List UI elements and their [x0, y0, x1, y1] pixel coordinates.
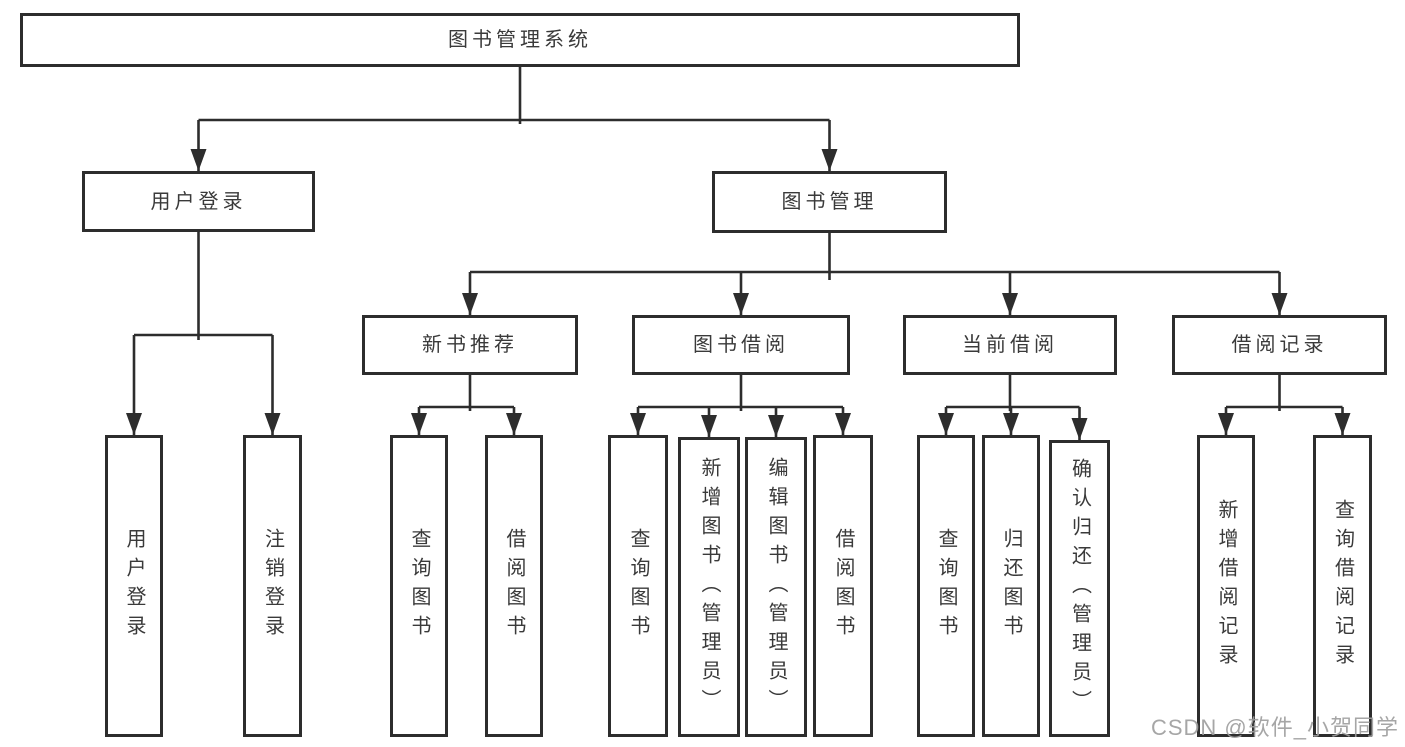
leaf-borrow-borrow-books: 借阅图书: [813, 435, 873, 737]
leaf-borrow-query-books: 查询图书: [608, 435, 668, 737]
leaf-borrow-query-books-label: 查询图书: [627, 528, 649, 644]
leaf-newbooks-query-books-label: 查询图书: [408, 528, 430, 644]
node-current-borrow: 当前借阅: [903, 315, 1117, 375]
leaf-newbooks-borrow-books: 借阅图书: [485, 435, 543, 737]
leaf-records-query-record-label: 查询借阅记录: [1331, 499, 1354, 673]
node-root: 图书管理系统: [20, 13, 1020, 67]
leaf-borrow-borrow-books-label: 借阅图书: [832, 528, 854, 644]
leaf-user-login: 用户登录: [105, 435, 163, 737]
leaf-borrow-add-books-admin-label: 新增图书（管理员）: [698, 456, 720, 718]
leaf-records-add-record: 新增借阅记录: [1197, 435, 1255, 737]
leaf-current-query-books-label: 查询图书: [935, 528, 957, 644]
node-borrow-records-label: 借阅记录: [1231, 334, 1328, 356]
node-current-borrow-label: 当前借阅: [962, 334, 1058, 356]
leaf-borrow-add-books-admin: 新增图书（管理员）: [678, 437, 740, 737]
leaf-records-query-record: 查询借阅记录: [1313, 435, 1372, 737]
node-root-label: 图书管理系统: [448, 29, 592, 51]
leaf-current-confirm-return-admin: 确认归还（管理员）: [1049, 440, 1110, 737]
csdn-watermark: CSDN @软件_小贺同学: [1150, 715, 1399, 740]
leaf-records-add-record-label: 新增借阅记录: [1215, 499, 1237, 673]
leaf-newbooks-query-books: 查询图书: [390, 435, 448, 737]
node-user-login: 用户登录: [82, 171, 315, 232]
leaf-borrow-edit-books-admin: 编辑图书（管理员）: [745, 437, 807, 737]
node-user-login-label: 用户登录: [150, 190, 247, 213]
node-book-management-label: 图书管理: [781, 191, 878, 213]
leaf-current-query-books: 查询图书: [917, 435, 975, 737]
node-new-book-recommend-label: 新书推荐: [422, 334, 518, 356]
leaf-current-confirm-return-admin-label: 确认归还（管理员）: [1068, 458, 1091, 719]
leaf-newbooks-borrow-books-label: 借阅图书: [503, 528, 525, 644]
node-book-borrow-label: 图书借阅: [693, 334, 789, 356]
node-new-book-recommend: 新书推荐: [362, 315, 578, 375]
node-book-management: 图书管理: [712, 171, 947, 233]
leaf-current-return-books-label: 归还图书: [1000, 528, 1022, 644]
leaf-logout-label: 注销登录: [261, 528, 284, 644]
leaf-borrow-edit-books-admin-label: 编辑图书（管理员）: [765, 456, 787, 718]
leaf-logout: 注销登录: [243, 435, 302, 737]
node-borrow-records: 借阅记录: [1172, 315, 1387, 375]
leaf-current-return-books: 归还图书: [982, 435, 1040, 737]
node-book-borrow: 图书借阅: [632, 315, 850, 375]
leaf-user-login-label: 用户登录: [123, 528, 145, 644]
